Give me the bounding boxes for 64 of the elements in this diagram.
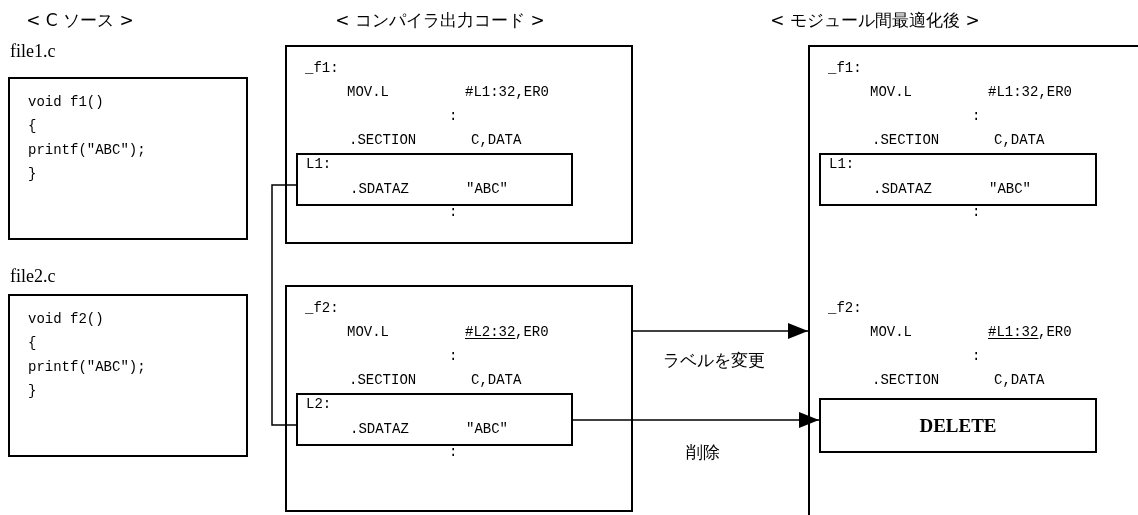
code-line: .SECTION: [349, 373, 417, 387]
code-line: printf("ABC");: [28, 143, 146, 157]
edge-label: 削除: [686, 443, 720, 461]
code-line: :: [449, 109, 458, 123]
code-line: .SECTION: [349, 133, 417, 147]
code-line: }: [28, 167, 37, 181]
code-line: .SDATAZ: [350, 422, 409, 436]
code-line: MOV.L: [347, 325, 389, 339]
code-line: .SECTION: [872, 133, 940, 147]
code-box: [285, 45, 633, 244]
code-box: [296, 153, 573, 206]
code-line: :: [449, 445, 458, 459]
code-line: L2:: [306, 397, 332, 411]
code-line: MOV.L: [870, 85, 912, 99]
code-line: "ABC": [466, 182, 508, 196]
code-line: void f2(): [28, 312, 104, 326]
code-line: :: [449, 205, 458, 219]
code-line: _f1:: [305, 61, 339, 75]
file-name: file1.c: [10, 42, 56, 60]
section-heading: < C ソース >: [26, 11, 134, 29]
code-line: :: [972, 205, 981, 219]
code-box: [808, 45, 1138, 515]
code-line: void f1(): [28, 95, 104, 109]
code-line: :: [449, 349, 458, 363]
code-line: _f1:: [828, 61, 862, 75]
code-line: _f2:: [828, 301, 862, 315]
code-box: [285, 285, 633, 512]
code-line: .SECTION: [872, 373, 940, 387]
code-line: }: [28, 384, 37, 398]
code-box: [296, 393, 573, 446]
code-line: #L2:32: [465, 325, 516, 339]
code-box: [819, 398, 1097, 453]
code-line: C,DATA: [994, 373, 1045, 387]
code-line: {: [28, 336, 37, 350]
code-line: "ABC": [989, 182, 1031, 196]
code-line: ,ER0: [1038, 325, 1072, 339]
code-line: "ABC": [466, 422, 508, 436]
section-heading: < モジュール間最適化後 >: [770, 11, 980, 29]
code-line: printf("ABC");: [28, 360, 146, 374]
edge-label: ラベルを変更: [663, 351, 765, 369]
code-line: _f2:: [305, 301, 339, 315]
code-line: :: [972, 349, 981, 363]
code-line: C,DATA: [471, 373, 522, 387]
code-line: L1:: [306, 157, 332, 171]
code-line: C,DATA: [471, 133, 522, 147]
section-heading: < コンパイラ出力コード >: [335, 11, 545, 29]
code-box: [819, 153, 1097, 206]
code-line: .SDATAZ: [873, 182, 932, 196]
code-line: :: [972, 109, 981, 123]
code-line: {: [28, 119, 37, 133]
delete-label: DELETE: [919, 416, 997, 435]
code-line: C,DATA: [994, 133, 1045, 147]
code-line: MOV.L: [347, 85, 389, 99]
arrow: [572, 412, 820, 428]
code-line: MOV.L: [870, 325, 912, 339]
code-line: #L1:32: [988, 325, 1039, 339]
code-line: ,ER0: [515, 325, 549, 339]
code-line: .SDATAZ: [350, 182, 409, 196]
code-line: #L1:32,ER0: [988, 85, 1072, 99]
arrow: [632, 323, 809, 339]
file-name: file2.c: [10, 267, 56, 285]
connector-line: [271, 184, 297, 426]
code-line: #L1:32,ER0: [465, 85, 549, 99]
code-line: L1:: [829, 157, 855, 171]
